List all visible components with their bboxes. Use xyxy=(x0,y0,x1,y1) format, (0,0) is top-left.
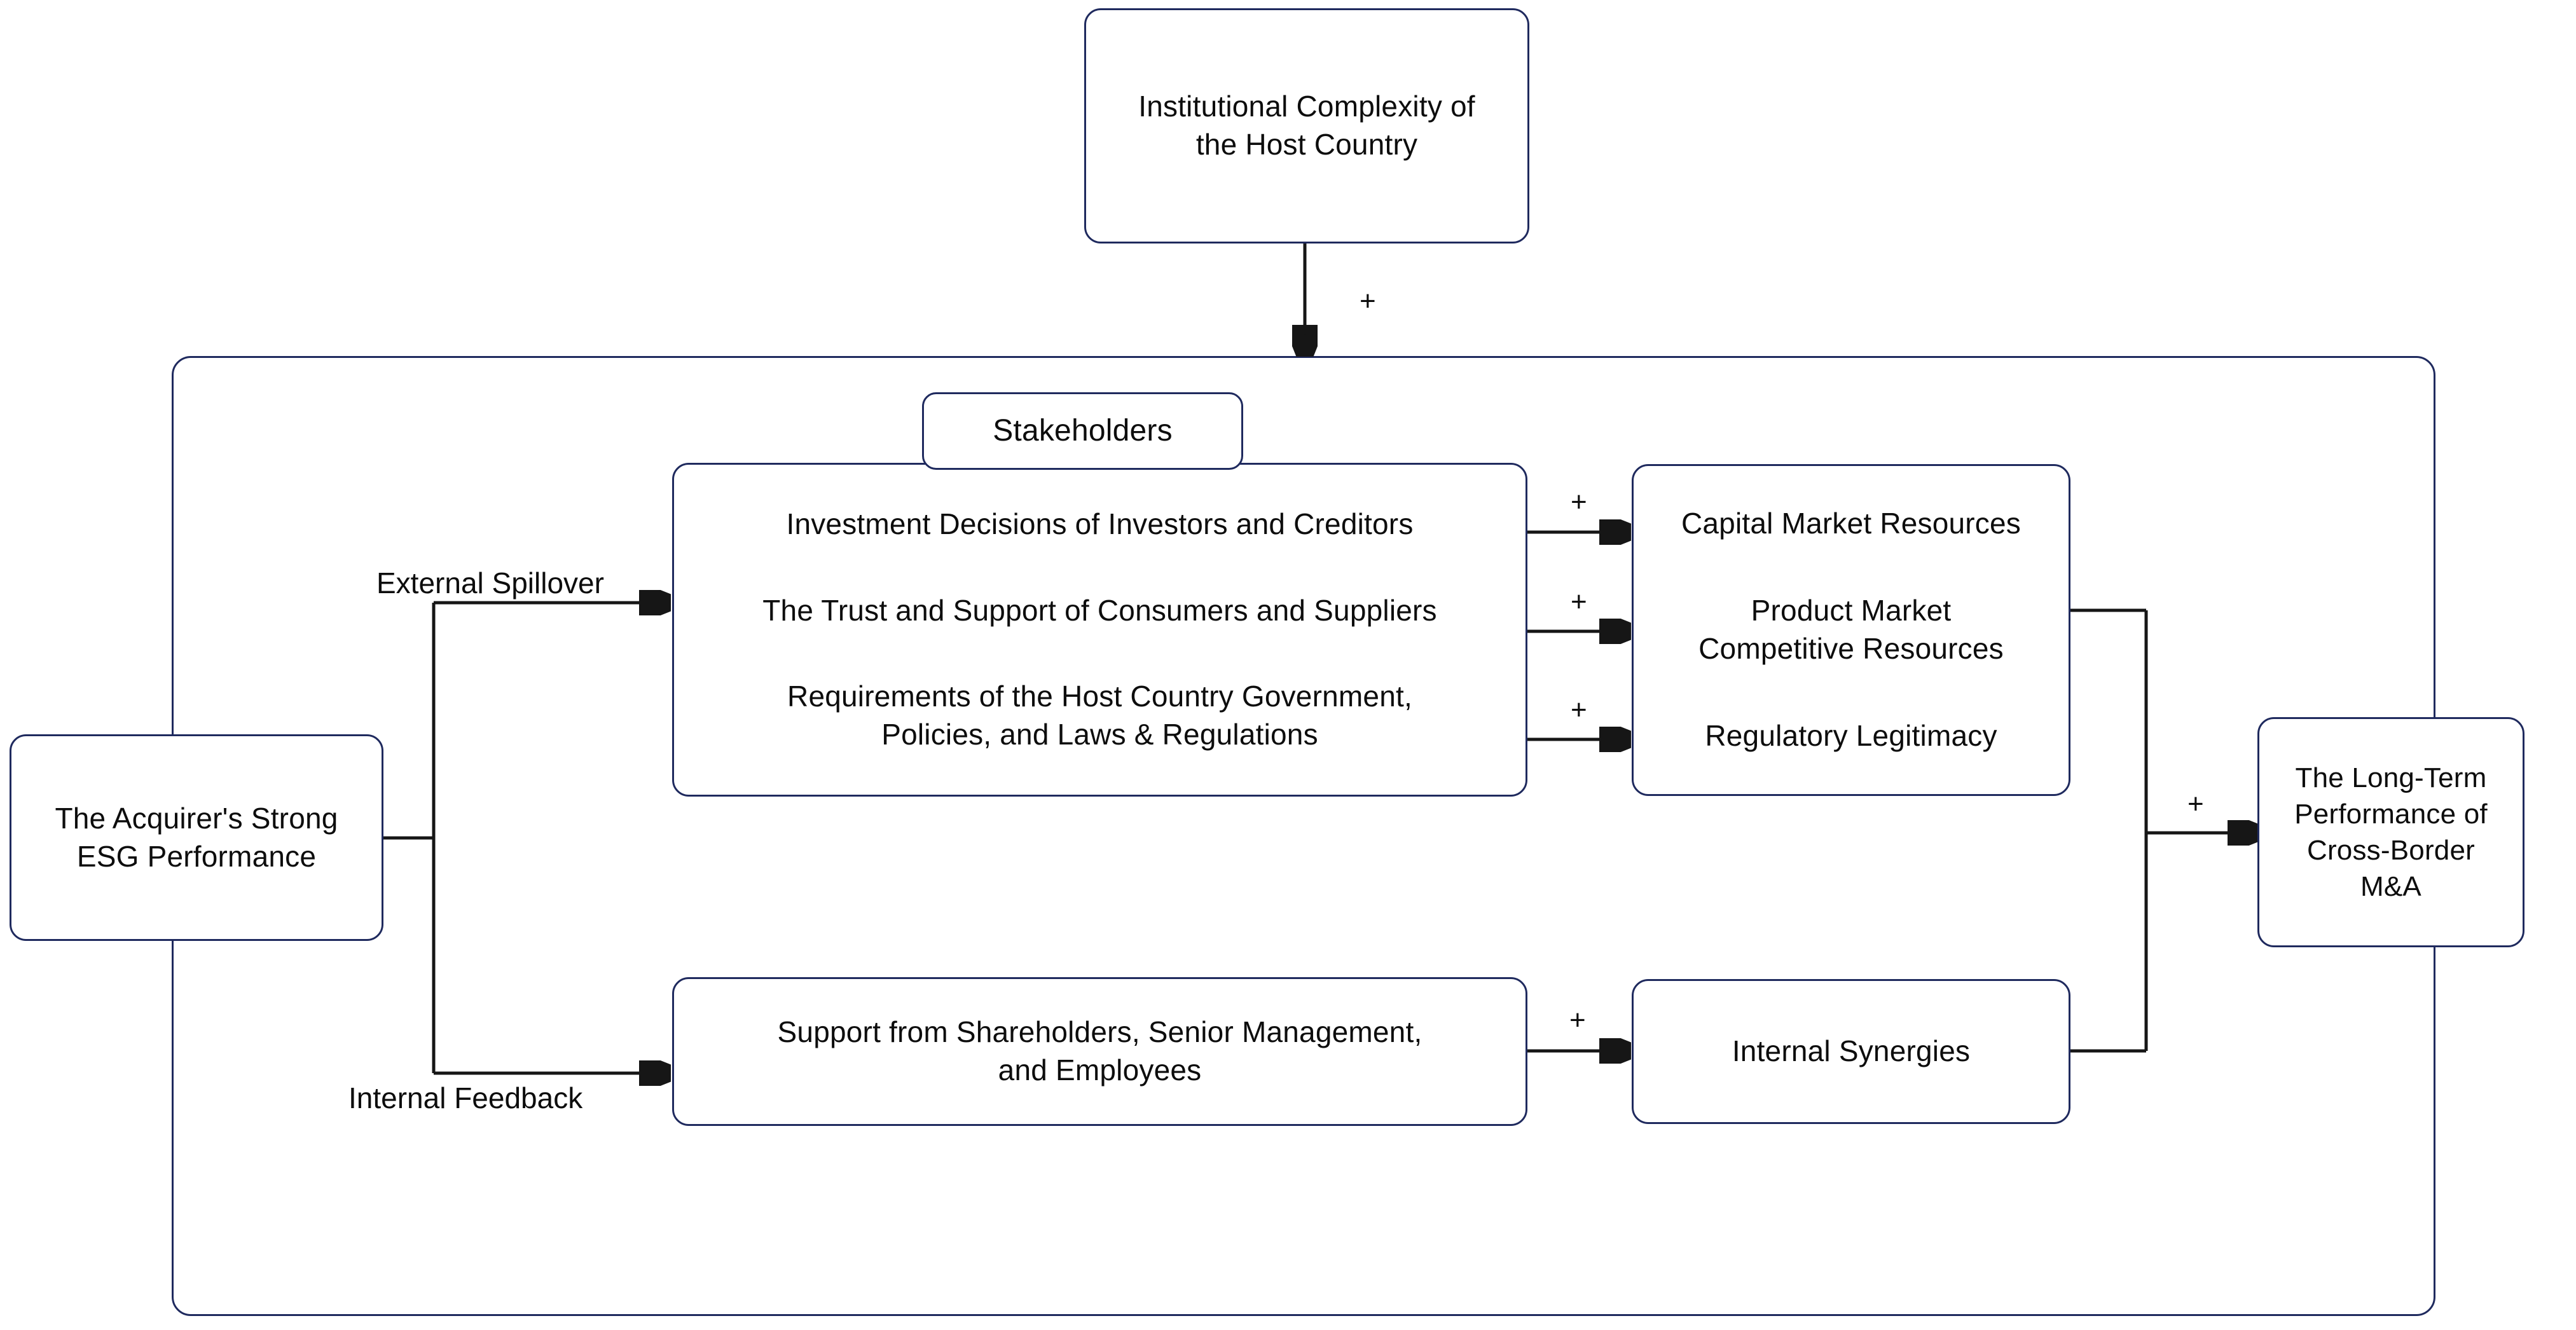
outcome-line-4: M&A xyxy=(2360,871,2421,903)
node-long-term-performance[interactable]: The Long-Term Performance of Cross-Borde… xyxy=(2257,717,2524,947)
outcome-line-1: The Long-Term xyxy=(2295,762,2487,793)
node-institutional-complexity-line-2: the Host Country xyxy=(1195,128,1418,161)
node-institutional-complexity-line-1: Institutional Complexity of xyxy=(1138,90,1475,123)
resource-product-market: Product Market Competitive Resources xyxy=(1698,592,2004,668)
node-internal-support[interactable]: Support from Shareholders, Senior Manage… xyxy=(672,977,1527,1126)
internal-synergies-label: Internal Synergies xyxy=(1732,1034,1971,1068)
stakeholder-item-3: Requirements of the Host Country Governm… xyxy=(787,678,1412,754)
sign-moderator: + xyxy=(1360,285,1376,317)
stakeholder-item-1-line-1: Investment Decisions of Investors and Cr… xyxy=(786,507,1414,540)
resource-capital-market: Capital Market Resources xyxy=(1681,506,2021,540)
outcome-line-2: Performance of xyxy=(2294,798,2488,830)
sign-to-outcome: + xyxy=(2187,788,2204,819)
node-resource-outcomes[interactable]: Capital Market Resources Product Market … xyxy=(1632,464,2070,796)
node-internal-synergies[interactable]: Internal Synergies xyxy=(1632,979,2070,1124)
resource-regulatory-legitimacy: Regulatory Legitimacy xyxy=(1705,719,1997,753)
label-external-spillover: External Spillover xyxy=(376,566,604,600)
sign-to-product-market: + xyxy=(1571,586,1587,617)
node-acquirer-line-2: ESG Performance xyxy=(76,839,317,873)
resource-product-market-line-1: Product Market xyxy=(1751,594,1952,627)
stakeholder-item-3-line-2: Policies, and Laws & Regulations xyxy=(881,718,1318,751)
stakeholders-tag-label: Stakeholders xyxy=(993,413,1173,448)
stakeholder-item-2: The Trust and Support of Consumers and S… xyxy=(762,592,1437,630)
node-stakeholder-mechanisms[interactable]: Investment Decisions of Investors and Cr… xyxy=(672,463,1527,797)
node-institutional-complexity[interactable]: Institutional Complexity of the Host Cou… xyxy=(1084,8,1529,243)
stakeholder-item-2-line-1: The Trust and Support of Consumers and S… xyxy=(762,593,1437,627)
internal-support-line-2: and Employees xyxy=(998,1053,1202,1087)
sign-to-regulatory-legitimacy: + xyxy=(1571,694,1587,725)
node-stakeholders-tag[interactable]: Stakeholders xyxy=(922,392,1243,470)
label-internal-feedback: Internal Feedback xyxy=(348,1081,583,1114)
node-acquirer-line-1: The Acquirer's Strong xyxy=(55,801,338,835)
sign-to-capital-market: + xyxy=(1571,486,1587,518)
internal-support-line-1: Support from Shareholders, Senior Manage… xyxy=(777,1015,1422,1049)
stakeholder-item-3-line-1: Requirements of the Host Country Governm… xyxy=(787,680,1412,713)
stakeholder-item-1: Investment Decisions of Investors and Cr… xyxy=(786,505,1413,544)
outcome-line-3: Cross-Border xyxy=(2306,835,2475,866)
node-acquirer-esg-performance[interactable]: The Acquirer's Strong ESG Performance xyxy=(10,734,383,941)
sign-to-internal-synergies: + xyxy=(1569,1004,1586,1036)
resource-product-market-line-2: Competitive Resources xyxy=(1698,631,2004,665)
